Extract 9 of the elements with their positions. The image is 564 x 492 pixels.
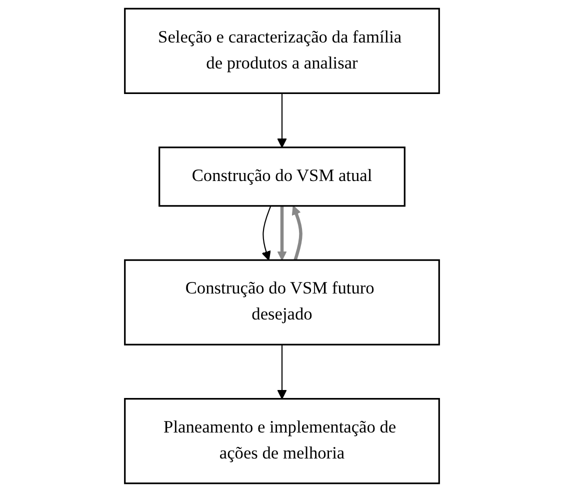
arrow <box>277 344 287 400</box>
arrow <box>292 205 302 261</box>
arrow <box>262 206 272 261</box>
arrow <box>277 93 287 148</box>
node-box: Seleção e caracterização da família de produtos a analisar <box>124 8 440 94</box>
node-box: Construção do VSM futuro desejado <box>124 259 440 346</box>
node-box: Planeamento e implementação de ações de melhoria <box>124 398 440 484</box>
node-box: Construção do VSM atual <box>158 146 406 207</box>
arrow <box>277 206 287 261</box>
